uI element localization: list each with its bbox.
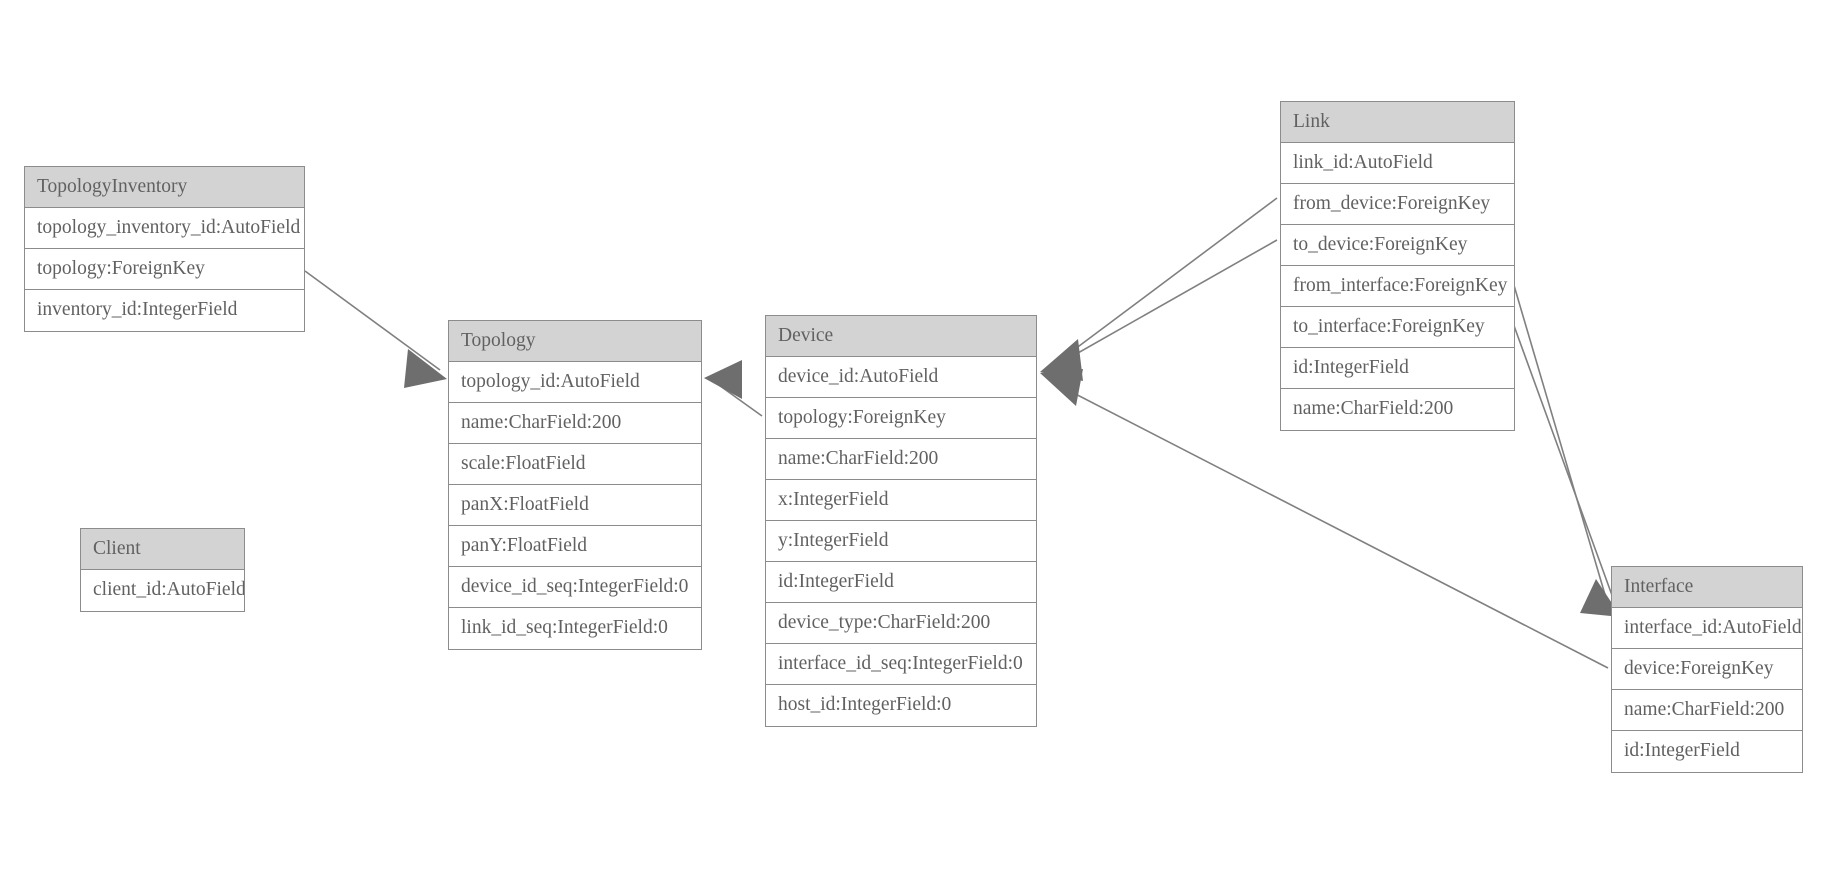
- relationship-topologyinventory-topology: [304, 270, 447, 388]
- entity-field-list: link_id:AutoField from_device:ForeignKey…: [1281, 143, 1514, 430]
- entity-field: device_id_seq:IntegerField:0: [449, 567, 701, 608]
- entity-field-list: device_id:AutoField topology:ForeignKey …: [766, 357, 1036, 726]
- entity-field: name:CharField:200: [1293, 398, 1454, 419]
- entity-title: Device: [766, 316, 1036, 357]
- entity-link[interactable]: Link link_id:AutoField from_device:Forei…: [1280, 101, 1515, 431]
- entity-field: topology_id:AutoField: [449, 362, 701, 403]
- entity-field: panY:FloatField: [449, 526, 701, 567]
- entity-field: link_id:AutoField: [1281, 143, 1514, 184]
- entity-title: TopologyInventory: [25, 167, 304, 208]
- relationship-link-fromdevice-device: [1054, 197, 1278, 365]
- relationship-device-topology: [704, 360, 763, 417]
- entity-field: from_interface:ForeignKey: [1281, 266, 1514, 307]
- entity-field: inventory_id:IntegerField: [37, 299, 238, 320]
- entity-field: interface_id:AutoField: [1612, 608, 1802, 649]
- entity-field: topology_inventory_id:AutoField: [25, 208, 304, 249]
- entity-field: device:ForeignKey: [1612, 649, 1802, 690]
- entity-field: interface_id_seq:IntegerField:0: [766, 644, 1036, 685]
- entity-field: topology:ForeignKey: [25, 249, 304, 290]
- entity-device[interactable]: Device device_id:AutoField topology:Fore…: [765, 315, 1037, 727]
- entity-field-list: interface_id:AutoField device:ForeignKey…: [1612, 608, 1802, 772]
- entity-field-list: client_id:AutoField: [81, 570, 244, 611]
- entity-title: Interface: [1612, 567, 1802, 608]
- entity-field-list: topology_id:AutoField name:CharField:200…: [449, 362, 701, 649]
- entity-interface[interactable]: Interface interface_id:AutoField device:…: [1611, 566, 1803, 773]
- entity-title: Topology: [449, 321, 701, 362]
- entity-field: id:IntegerField: [1281, 348, 1514, 389]
- entity-title: Client: [81, 529, 244, 570]
- relationship-link-todevice-device: [1054, 239, 1278, 367]
- arrowhead-device-lower: [1040, 369, 1083, 406]
- entity-field: y:IntegerField: [766, 521, 1036, 562]
- entity-client[interactable]: Client client_id:AutoField: [80, 528, 245, 612]
- entity-field: scale:FloatField: [449, 444, 701, 485]
- entity-field: from_device:ForeignKey: [1281, 184, 1514, 225]
- entity-field: x:IntegerField: [766, 480, 1036, 521]
- entity-field: id:IntegerField: [766, 562, 1036, 603]
- entity-field: host_id:IntegerField:0: [778, 694, 952, 715]
- entity-field: name:CharField:200: [766, 439, 1036, 480]
- entity-field: topology:ForeignKey: [766, 398, 1036, 439]
- relationship-link-tointerface-interface: [1512, 322, 1614, 599]
- relationship-link-frominterface-interface: [1512, 281, 1607, 599]
- entity-field: to_interface:ForeignKey: [1281, 307, 1514, 348]
- entity-field: name:CharField:200: [1612, 690, 1802, 731]
- entity-field: to_device:ForeignKey: [1281, 225, 1514, 266]
- entity-field: device_type:CharField:200: [766, 603, 1036, 644]
- entity-field: device_id:AutoField: [766, 357, 1036, 398]
- entity-field: name:CharField:200: [449, 403, 701, 444]
- entity-field: id:IntegerField: [1624, 740, 1740, 761]
- arrowhead-device-upper: [1040, 339, 1083, 381]
- entity-topology-inventory[interactable]: TopologyInventory topology_inventory_id:…: [24, 166, 305, 332]
- entity-field-list: topology_inventory_id:AutoField topology…: [25, 208, 304, 331]
- entity-field: link_id_seq:IntegerField:0: [461, 617, 668, 638]
- entity-field: client_id:AutoField: [93, 579, 244, 600]
- entity-field: panX:FloatField: [449, 485, 701, 526]
- entity-topology[interactable]: Topology topology_id:AutoField name:Char…: [448, 320, 702, 650]
- entity-title: Link: [1281, 102, 1514, 143]
